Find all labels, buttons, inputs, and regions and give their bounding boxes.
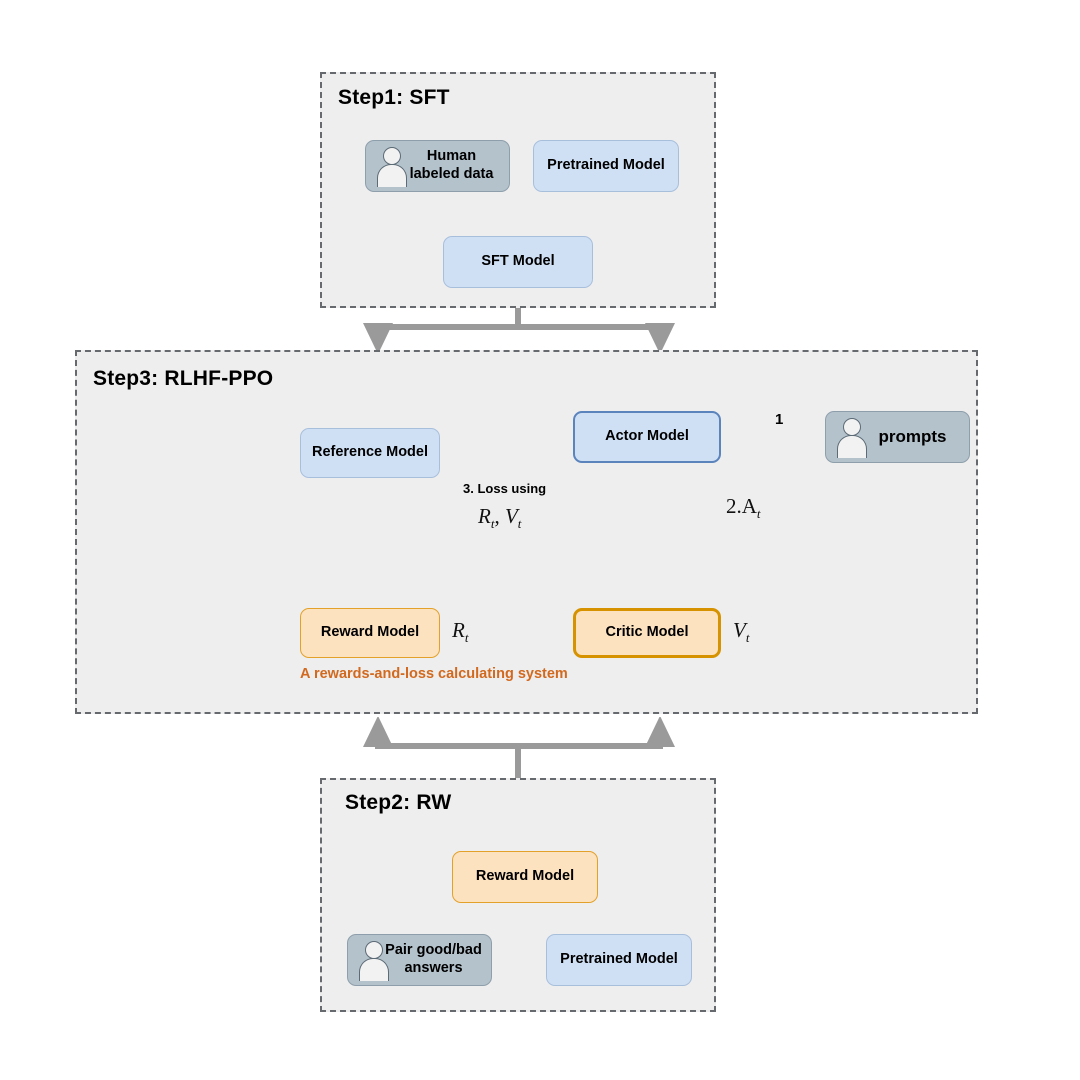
edge-label-prompts-to-actor: 1 <box>775 411 784 428</box>
step3-node-prompts[interactable]: prompts <box>825 411 970 463</box>
rewards-loss-system-caption: A rewards-and-loss calculating system <box>300 666 568 682</box>
step3-node-reference-model[interactable]: Reference Model <box>300 428 440 478</box>
step3-reference-label: Reference Model <box>311 444 429 461</box>
step3-actor-label: Actor Model <box>605 428 689 445</box>
step2-pair-answers-line2: answers <box>404 960 463 976</box>
step2-reward-label: Reward Model <box>475 868 575 885</box>
step2-pretrained-label: Pretrained Model <box>560 951 678 968</box>
step1-human-data-line2: labeled data <box>409 166 494 182</box>
step1-node-pretrained-model[interactable]: Pretrained Model <box>533 140 679 192</box>
step1-title: Step1: SFT <box>338 86 450 109</box>
step1-node-sft-model[interactable]: SFT Model <box>443 236 593 288</box>
step3-title: Step3: RLHF-PPO <box>93 367 274 390</box>
edge-label-loss-terms: Rt, Vt <box>478 504 522 532</box>
step3-node-reward-model[interactable]: Reward Model <box>300 608 440 658</box>
step3-node-critic-model[interactable]: Critic Model <box>573 608 721 658</box>
step1-pretrained-label: Pretrained Model <box>547 157 665 174</box>
step3-reward-label: Reward Model <box>320 624 420 641</box>
step2-node-pretrained-model[interactable]: Pretrained Model <box>546 934 692 986</box>
step2-pair-answers-line1: Pair good/bad <box>385 942 482 959</box>
person-icon <box>376 147 407 187</box>
step3-panel <box>75 350 978 714</box>
step1-human-data-line1: Human <box>426 148 477 165</box>
edge-label-loss-using: 3. Loss using <box>463 481 547 496</box>
step3-prompts-label: prompts <box>878 426 947 446</box>
step2-title: Step2: RW <box>345 791 452 814</box>
step1-sft-label: SFT Model <box>481 253 555 270</box>
step3-critic-label: Critic Model <box>605 624 689 641</box>
annotation-reward-output: Rt <box>452 618 469 646</box>
person-icon <box>836 418 867 458</box>
step2-node-pair-answers[interactable]: Pair good/bad answers <box>347 934 492 986</box>
edge-label-actor-to-critic: 2.At <box>726 494 761 522</box>
connector-step2-to-step3 <box>378 729 660 778</box>
annotation-critic-output: Vt <box>733 618 750 646</box>
step3-node-actor-model[interactable]: Actor Model <box>573 411 721 463</box>
step2-node-reward-model[interactable]: Reward Model <box>452 851 598 903</box>
connector-step1-to-step3 <box>378 308 660 341</box>
person-icon <box>358 941 389 981</box>
step1-node-human-labeled-data[interactable]: Human labeled data <box>365 140 510 192</box>
